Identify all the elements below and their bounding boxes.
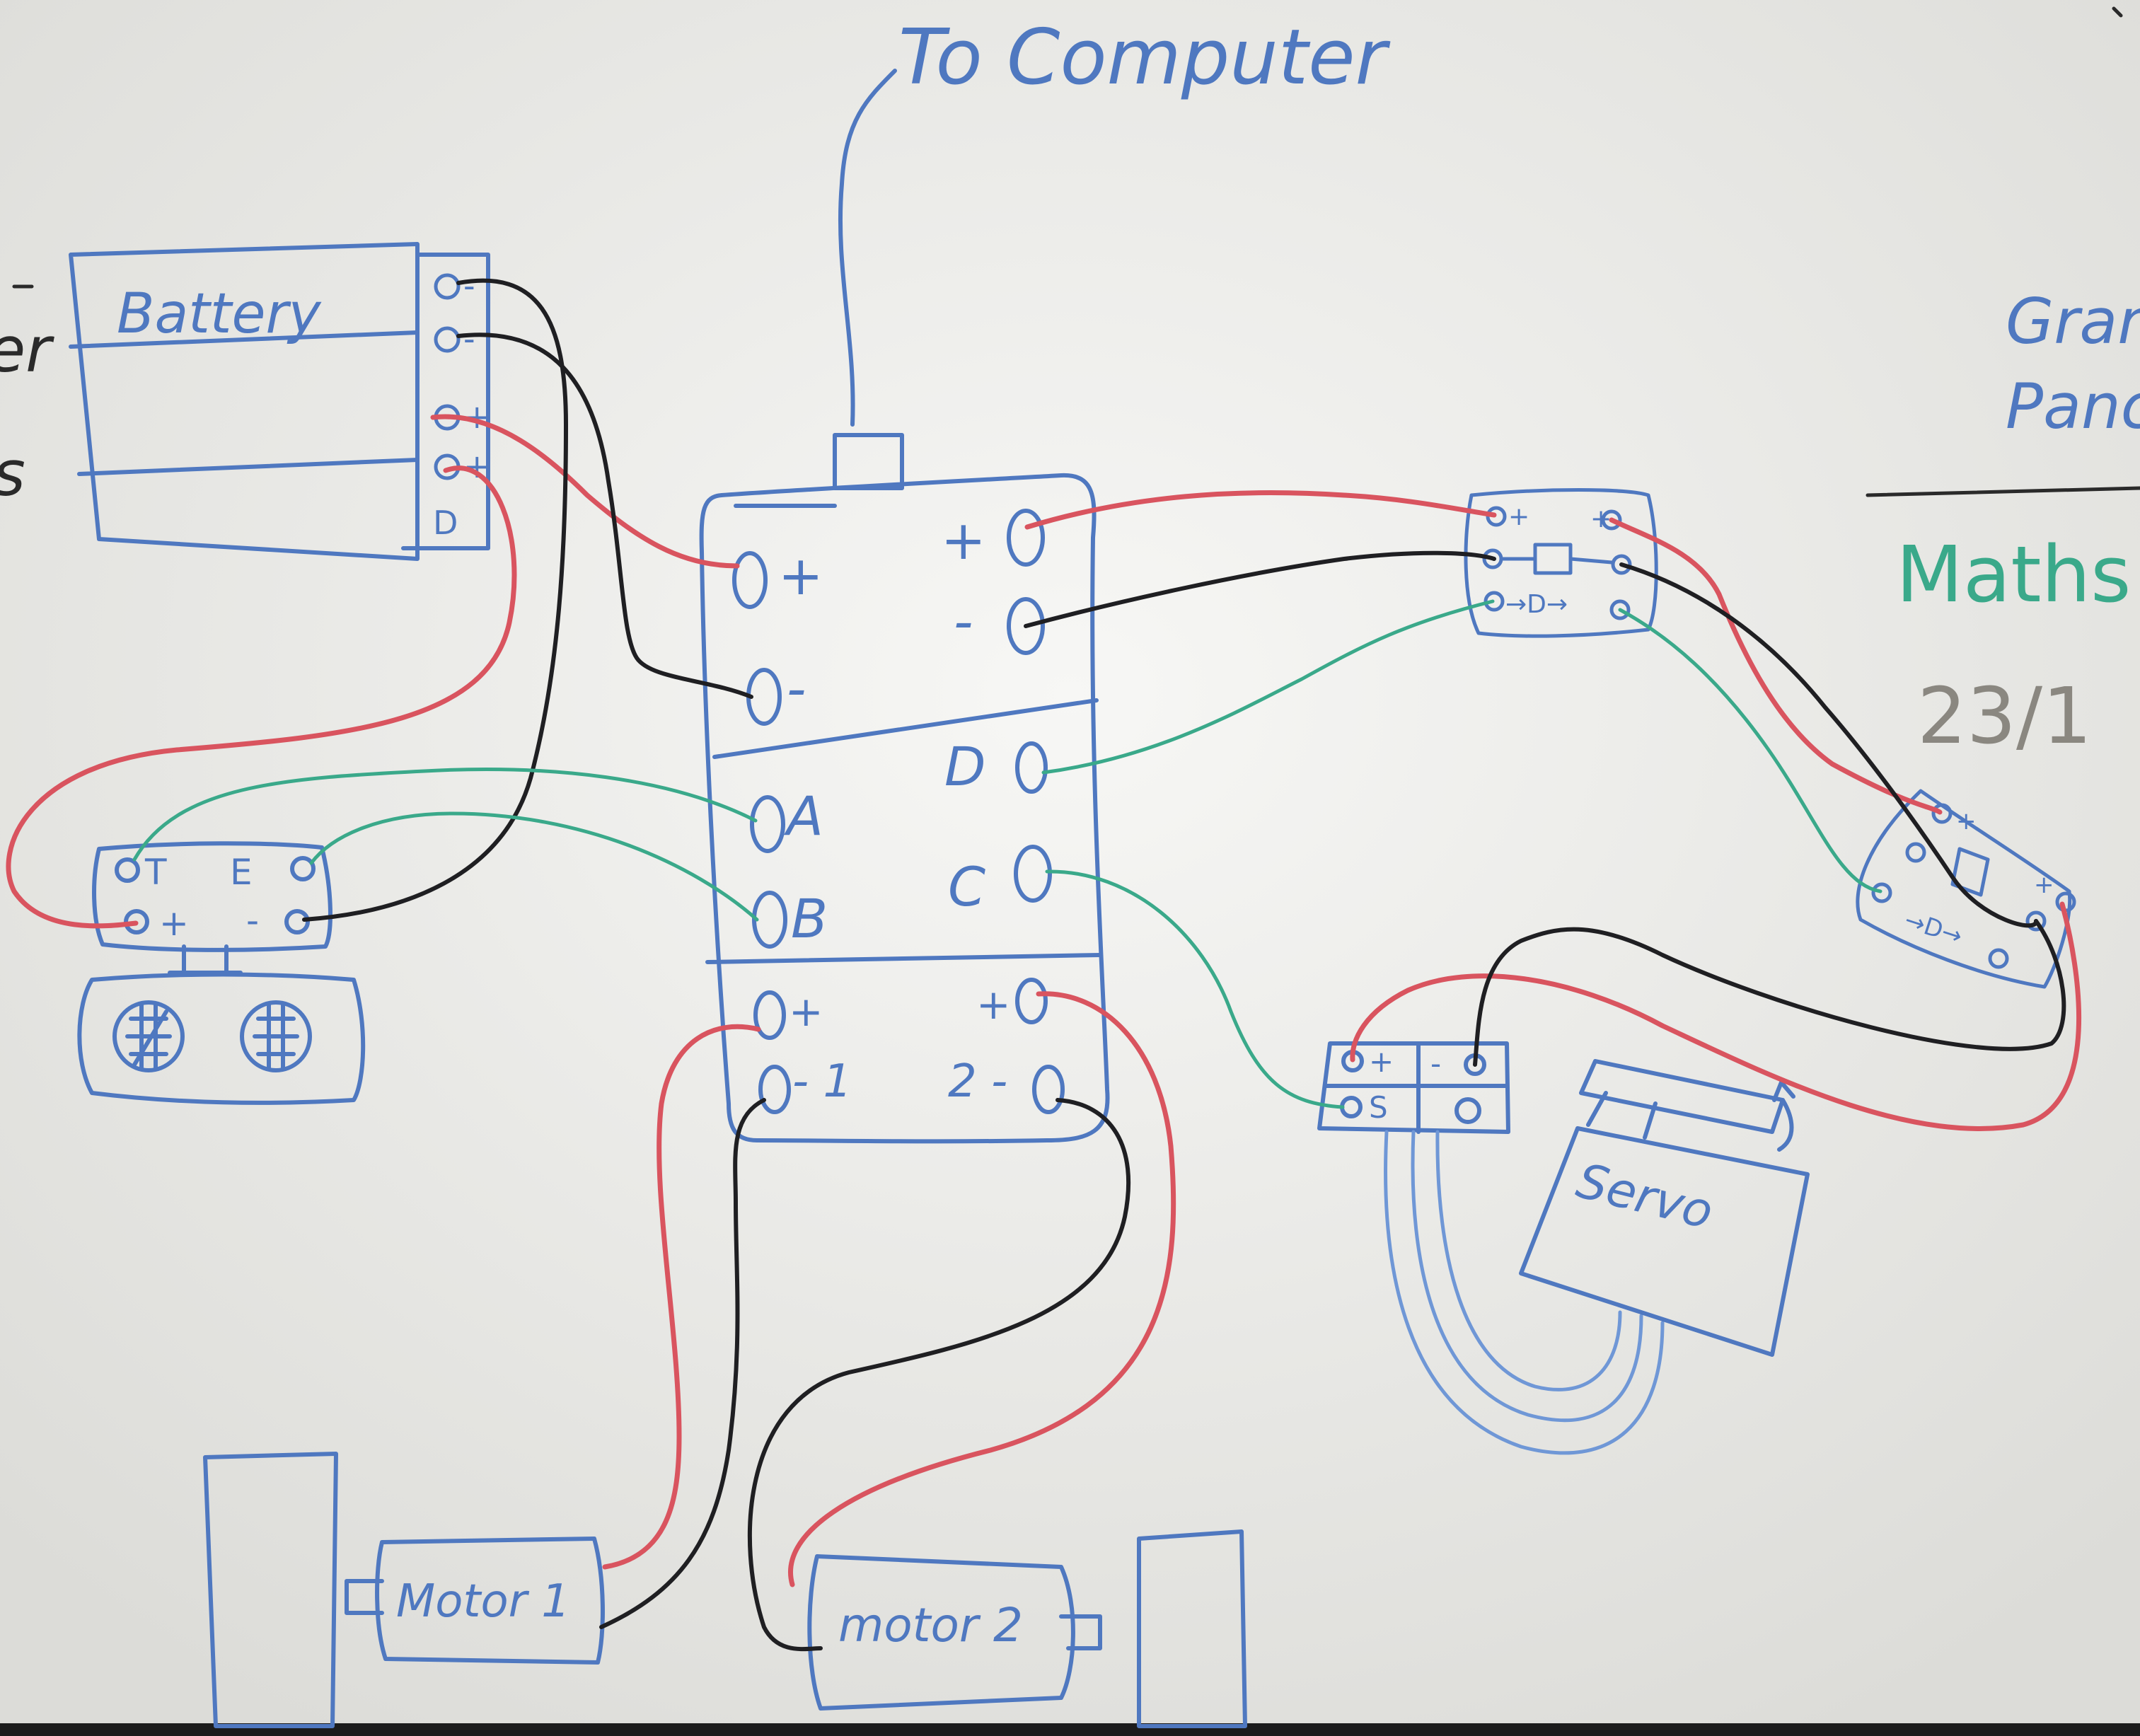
side-notes: Gram Panc Maths 23/1 er s bbox=[0, 6, 2140, 761]
wire-motor1-minus bbox=[599, 1098, 766, 1629]
port-right-minus bbox=[1007, 597, 1045, 655]
servo-connector bbox=[1317, 1041, 1510, 1134]
servo-connector-labels: + - S bbox=[1369, 1044, 1441, 1125]
wire-motor2-minus bbox=[747, 1098, 1131, 1652]
port-label: - bbox=[954, 590, 973, 653]
battery-label: Battery bbox=[117, 282, 323, 346]
wire-a-to-sensor-t bbox=[132, 768, 758, 862]
port-c bbox=[1014, 845, 1052, 903]
wires-black bbox=[302, 278, 2066, 1652]
light-block-2 bbox=[1856, 789, 2076, 989]
sensor-label-plus: + bbox=[159, 903, 189, 944]
port-motor1-minus bbox=[758, 1065, 791, 1114]
wire-b-to-sensor-e bbox=[309, 811, 759, 922]
lb1-label: →D→ bbox=[1505, 590, 1568, 619]
wire-battery-minus-b bbox=[456, 332, 753, 699]
port-a bbox=[750, 795, 785, 853]
lb1-label: + bbox=[1508, 502, 1529, 531]
lb1-label: + bbox=[1590, 504, 1612, 533]
wire-battery-plus-to-sensor bbox=[6, 465, 517, 929]
motor2-body bbox=[807, 1554, 1102, 1711]
note-date: 23/1 bbox=[1917, 671, 2092, 761]
controller-board bbox=[699, 473, 1110, 1144]
sensor-label-e: E bbox=[230, 852, 253, 893]
note-gram: Gram bbox=[2006, 285, 2140, 358]
port-label: + bbox=[789, 988, 823, 1036]
port-motor2-plus bbox=[1015, 978, 1048, 1024]
note-maths: Maths bbox=[1896, 529, 2131, 620]
port-label: 2 - bbox=[948, 1055, 1007, 1108]
wire-lb1-to-lb2 bbox=[1609, 517, 1943, 815]
wire-lb1-to-lb2-signal bbox=[1618, 608, 1882, 893]
wire-d-to-lb1 bbox=[1041, 599, 1495, 775]
board-bottom-edge bbox=[0, 1723, 2140, 1736]
wire-lb2-minus-to-servo bbox=[1473, 919, 2066, 1067]
motor2-label: motor 2 bbox=[838, 1598, 1023, 1653]
battery-terminal-label: - bbox=[463, 320, 475, 358]
distance-sensor bbox=[77, 841, 366, 1105]
controller-ports: + - A B + - 1 + - D C + 2 - bbox=[732, 509, 1065, 1114]
port-left-plus bbox=[732, 551, 768, 609]
port-label: + bbox=[778, 544, 823, 607]
servo-conn-label: S bbox=[1369, 1090, 1388, 1125]
motor1-body bbox=[345, 1537, 605, 1665]
lb2-label: + bbox=[2034, 871, 2054, 899]
wire-motor1-plus bbox=[602, 1024, 761, 1570]
port-label: C bbox=[948, 855, 985, 918]
wires-green bbox=[132, 599, 1882, 1109]
servo-conn-label: - bbox=[1430, 1046, 1441, 1081]
servo-cable bbox=[1384, 1130, 1665, 1455]
wire-lb1-minus-to-servo bbox=[1619, 562, 2038, 928]
wires-red bbox=[6, 414, 2081, 1587]
wire-controller-minus-to-lb1 bbox=[1024, 550, 1496, 628]
port-label: - 1 bbox=[792, 1055, 852, 1108]
note-left-s: s bbox=[0, 437, 25, 510]
usb-cable bbox=[833, 69, 904, 490]
servo-conn-label: + bbox=[1369, 1044, 1394, 1079]
port-label: + bbox=[941, 509, 986, 572]
to-computer-label: To Computer bbox=[898, 13, 1391, 102]
note-left-er: er bbox=[0, 313, 54, 386]
sensor-label-minus: - bbox=[246, 900, 259, 941]
servo-body bbox=[1519, 1059, 1810, 1357]
sensor-labels: T E + - bbox=[144, 852, 259, 944]
lb2-label: + bbox=[1956, 807, 1977, 835]
note-top-right-mark bbox=[2112, 6, 2123, 18]
wheel-right bbox=[1137, 1529, 1247, 1728]
light-block-1 bbox=[1464, 488, 1658, 638]
port-motor2-minus bbox=[1032, 1065, 1065, 1114]
wire-battery-minus-a bbox=[302, 278, 568, 922]
port-d bbox=[1015, 741, 1048, 794]
note-panc: Panc bbox=[2006, 370, 2140, 443]
battery-box bbox=[69, 242, 490, 561]
port-right-plus bbox=[1007, 509, 1045, 567]
port-b bbox=[752, 891, 787, 949]
sensor-label-t: T bbox=[144, 852, 167, 893]
wire-motor2-plus bbox=[788, 991, 1176, 1587]
wheel-left bbox=[203, 1452, 338, 1728]
port-label: - bbox=[787, 657, 806, 720]
wire-c-to-servo-signal bbox=[1045, 869, 1345, 1109]
port-label: D bbox=[944, 735, 986, 798]
port-label: B bbox=[791, 887, 828, 950]
port-motor1-plus bbox=[753, 990, 786, 1040]
battery-terminal-label: D bbox=[433, 504, 458, 542]
port-label: + bbox=[976, 980, 1011, 1029]
motor1-label: Motor 1 bbox=[396, 1575, 570, 1628]
notes-divider bbox=[1866, 486, 2140, 497]
wire-battery-plus-to-controller bbox=[430, 414, 740, 569]
battery-terminal-label: - bbox=[463, 267, 475, 305]
wire-lb2-to-servo bbox=[1350, 901, 2081, 1131]
port-label: A bbox=[783, 785, 823, 847]
light-block-1-labels: + + →D→ bbox=[1505, 502, 1612, 619]
wire-controller-plus-to-lb1 bbox=[1024, 490, 1497, 530]
